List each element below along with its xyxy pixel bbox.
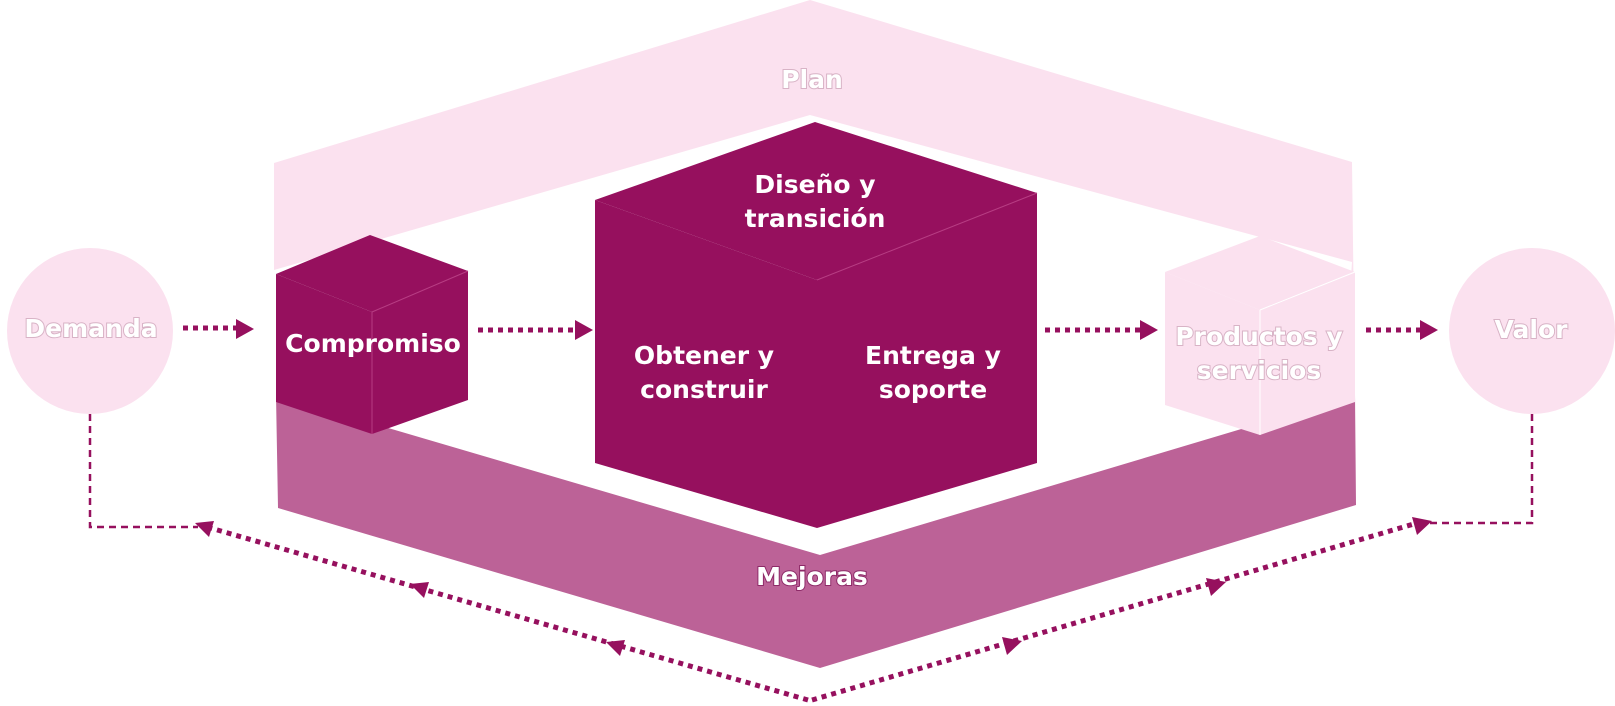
central-cube	[595, 122, 1038, 528]
productos-label-line1: Productos y	[1175, 322, 1342, 351]
entrega-label-line2: soporte	[879, 375, 987, 404]
plan-label: Plan	[781, 65, 843, 94]
productos-label-line2: servicios	[1197, 356, 1321, 385]
arrowhead-icon	[195, 521, 214, 537]
entrega-label-line1: Entrega y	[865, 341, 1001, 370]
arrowhead-icon	[606, 640, 625, 656]
diseno-label-line2: transición	[745, 204, 886, 233]
arrowhead-icon	[1412, 517, 1432, 535]
demanda-circle	[7, 248, 173, 414]
arrowhead-icon	[1206, 578, 1226, 596]
arrowhead-icon	[410, 582, 429, 598]
arrowhead-icon	[1002, 637, 1022, 655]
compromiso-cube	[276, 235, 469, 434]
demanda-feedback-line	[88, 414, 198, 529]
valor-label: Valor	[1495, 315, 1569, 344]
demanda-label: Demanda	[24, 314, 157, 343]
diseno-label-line1: Diseño y	[754, 170, 875, 199]
productos-cube	[1165, 236, 1356, 435]
obtener-label-line1: Obtener y	[634, 341, 774, 370]
mejoras-band	[276, 395, 1356, 668]
compromiso-label: Compromiso	[285, 329, 461, 358]
arrowhead-icon	[236, 319, 254, 339]
plan-band	[274, 0, 1355, 402]
valor-circle	[1449, 248, 1615, 414]
obtener-label-line2: construir	[640, 375, 768, 404]
mejoras-label: Mejoras	[756, 562, 868, 591]
arrowhead-icon	[575, 320, 593, 340]
arrowhead-icon	[1140, 320, 1158, 340]
arrowhead-icon	[1420, 320, 1438, 340]
feedback-right-segment	[811, 518, 1425, 703]
valor-feedback-line	[1424, 414, 1534, 525]
